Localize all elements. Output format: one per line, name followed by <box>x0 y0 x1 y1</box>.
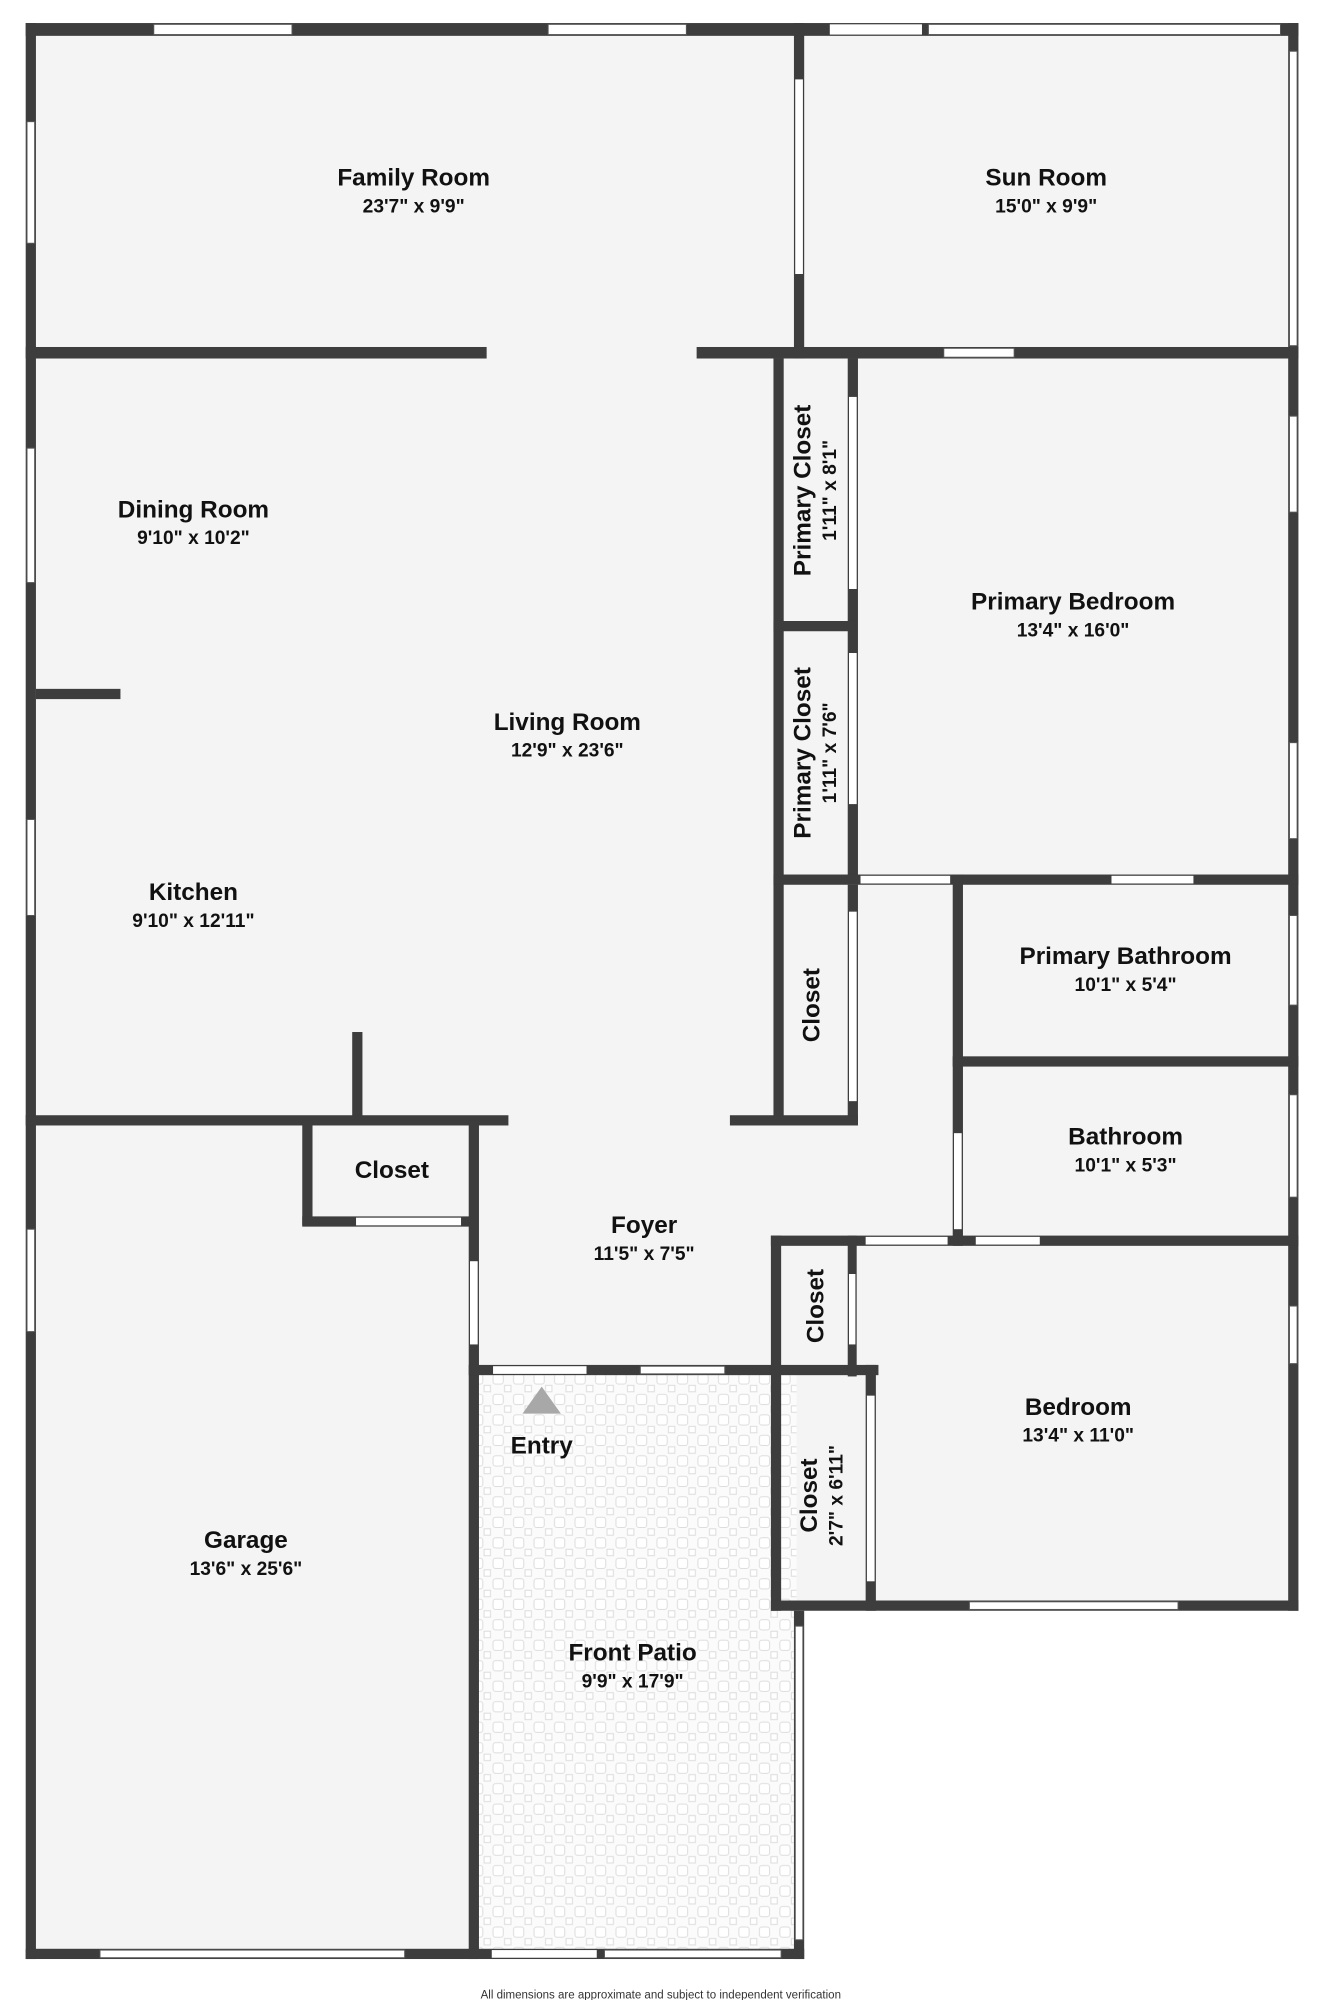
interior-floor <box>30 28 1294 1954</box>
room-labels: Family Room 23'7" x 9'9" Sun Room 15'0" … <box>118 165 1232 1693</box>
kitchen-dim: 9'10" x 12'11" <box>132 911 254 932</box>
windows <box>26 23 1298 1959</box>
bathroom-name: Bathroom <box>1068 1124 1183 1151</box>
hall-closet-name: Closet <box>799 968 826 1042</box>
living-room-dim: 12'9" x 23'6" <box>511 741 624 762</box>
foyer-closet-name: Closet <box>355 1157 429 1184</box>
primary-bathroom-dim: 10'1" x 5'4" <box>1075 975 1177 996</box>
primary-closet-2-name: Primary Closet <box>790 667 817 839</box>
primary-bathroom-name: Primary Bathroom <box>1020 943 1232 970</box>
foyer-dim: 11'5" x 7'5" <box>594 1244 695 1265</box>
bathroom-dim: 10'1" x 5'3" <box>1075 1156 1177 1177</box>
front-patio-name: Front Patio <box>568 1640 696 1667</box>
primary-bedroom-name: Primary Bedroom <box>971 588 1175 615</box>
entry-label: Entry <box>511 1432 574 1459</box>
primary-closet-2-dim: 1'11" x 7'6" <box>820 702 841 803</box>
garage-name: Garage <box>204 1527 288 1554</box>
disclaimer-footer: All dimensions are approximate and subje… <box>481 1990 841 2000</box>
family-room-dim: 23'7" x 9'9" <box>363 197 465 218</box>
family-room-name: Family Room <box>337 165 490 192</box>
dining-room-dim: 9'10" x 10'2" <box>137 528 250 549</box>
sun-room-name: Sun Room <box>985 165 1107 192</box>
living-room-name: Living Room <box>494 709 641 736</box>
bedroom-closet-2-name: Closet <box>796 1458 823 1532</box>
bedroom-closet-2-dim: 2'7" x 6'11" <box>827 1445 848 1546</box>
sun-room-dim: 15'0" x 9'9" <box>995 197 1097 218</box>
foyer-name: Foyer <box>611 1212 678 1239</box>
dining-room-name: Dining Room <box>118 496 269 523</box>
primary-bedroom-dim: 13'4" x 16'0" <box>1017 620 1130 641</box>
front-patio-dim: 9'9" x 17'9" <box>582 1672 684 1693</box>
bedroom-name: Bedroom <box>1025 1394 1132 1421</box>
bedroom-closet-1-name: Closet <box>802 1269 829 1343</box>
entry-arrow-icon <box>522 1386 561 1414</box>
front-patio-floor <box>478 1375 797 1952</box>
door-openings <box>356 24 1194 1958</box>
primary-closet-1-name: Primary Closet <box>790 405 817 577</box>
primary-closet-1-dim: 1'11" x 8'1" <box>820 440 841 541</box>
kitchen-name: Kitchen <box>149 879 238 906</box>
bedroom-dim: 13'4" x 11'0" <box>1022 1426 1134 1447</box>
garage-dim: 13'6" x 25'6" <box>190 1559 303 1580</box>
